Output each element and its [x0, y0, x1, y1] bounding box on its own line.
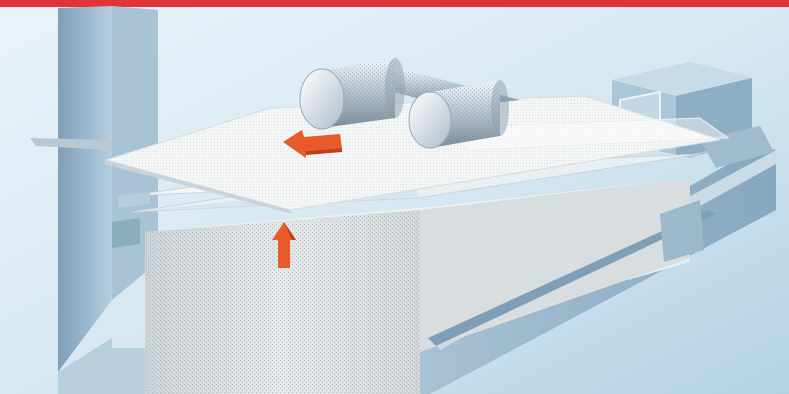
top-color-band: [0, 0, 789, 7]
